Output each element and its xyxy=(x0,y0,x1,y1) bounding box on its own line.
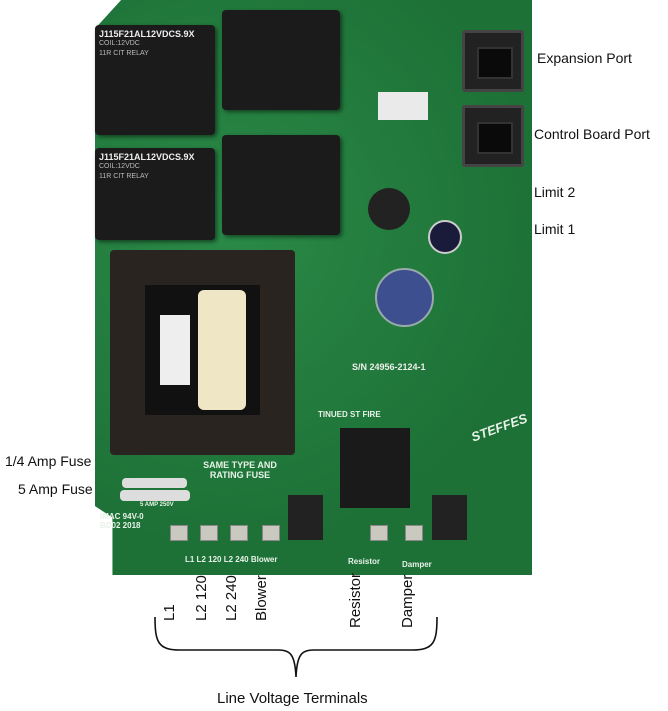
terminal-resistor xyxy=(370,525,388,541)
quarter-amp-fuse xyxy=(122,478,187,488)
limit-1-label: Limit 1 xyxy=(534,221,576,237)
triac-2 xyxy=(432,495,467,540)
capacitor-small xyxy=(428,220,462,254)
relay-part-label: J115F21AL12VDCS.9X xyxy=(99,152,195,162)
relay-2 xyxy=(222,10,340,110)
serial-number: S/N 24956-2124-1 xyxy=(352,362,426,372)
chip xyxy=(378,92,428,120)
quarter-amp-fuse-label: 1/4 Amp Fuse xyxy=(5,453,92,469)
triac-1 xyxy=(288,495,323,540)
silk-text: TINUED ST FIRE xyxy=(318,410,381,419)
resistor-silk: Resistor xyxy=(348,557,381,566)
relay-small xyxy=(340,428,410,508)
relay-3: J115F21AL12VDCS.9X COIL:12VDC 11R CIT RE… xyxy=(95,148,215,240)
capacitor-large xyxy=(375,268,434,327)
relay-brand-label: 11R CIT RELAY xyxy=(99,50,149,57)
control-board-port xyxy=(462,105,524,167)
transformer xyxy=(110,250,295,455)
line-voltage-terminals-label: Line Voltage Terminals xyxy=(217,690,368,707)
limit-2-label: Limit 2 xyxy=(534,184,576,200)
terminal-damper xyxy=(405,525,423,541)
expansion-port-label: Expansion Port xyxy=(537,50,632,66)
expansion-port xyxy=(462,30,524,92)
relay-brand-label: 11R CIT RELAY xyxy=(99,173,149,180)
terminal-l2-120 xyxy=(200,525,218,541)
damper-silk: Damper xyxy=(402,560,432,569)
terminal-l1 xyxy=(170,525,188,541)
fuse-rating: 5 AMP 250V xyxy=(140,502,174,508)
control-board-port-label: Control Board Port xyxy=(534,126,650,142)
five-amp-fuse xyxy=(120,490,190,501)
terminal-blower xyxy=(262,525,280,541)
inductor xyxy=(368,188,410,230)
board-date: IMAC 94V-0 BD02 2018 xyxy=(100,512,144,530)
relay-coil-label: COIL:12VDC xyxy=(99,163,140,170)
five-amp-fuse-label: 5 Amp Fuse xyxy=(18,481,93,497)
relay-4 xyxy=(222,135,340,235)
relay-part-label: J115F21AL12VDCS.9X xyxy=(99,29,195,39)
terminal-l2-240 xyxy=(230,525,248,541)
fuse-note: SAME TYPE AND RATING FUSE xyxy=(203,460,277,480)
relay-1: J115F21AL12VDCS.9X COIL:12VDC 11R CIT RE… xyxy=(95,25,215,135)
terminal-silk: L1 L2 120 L2 240 Blower xyxy=(185,555,278,564)
relay-coil-label: COIL:12VDC xyxy=(99,40,140,47)
curly-brace xyxy=(154,616,438,678)
